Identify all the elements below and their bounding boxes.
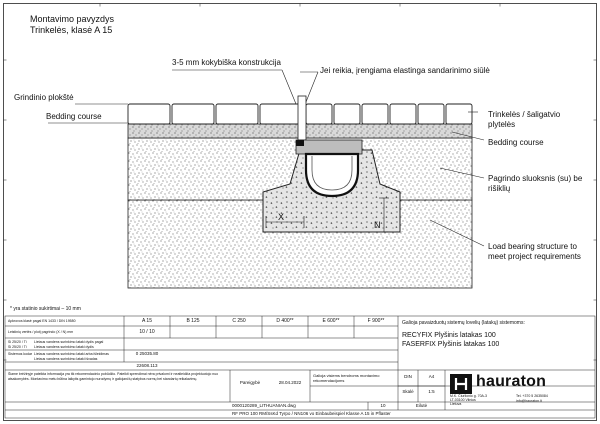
tb-sub-row-b: Lietaus vandens surinkimo lataki dydis [34,345,94,349]
din-value: A4 [428,374,435,379]
product-recyfix: RECYFIX Plyšinis latakas 100 [402,332,496,339]
xn-value: 10 / 10 [139,329,155,335]
class-d400: D 400** [276,318,294,324]
paving-stones-left [127,103,301,125]
tb-row-label-3b: Si 25/20 / Ti [8,345,27,349]
class-b125: B 125 [186,318,200,324]
code-1: 0 25035.80 [135,351,159,356]
address-line-3: Lietuva [450,402,462,406]
psl-label: Eilutė [415,403,428,408]
din-label: DIN [404,374,412,379]
label-pagrindo: Pagrindo sluoksnis (su) be rišiklių [488,174,583,193]
code-2: 22608.113 [136,363,158,368]
skale-label: Skalė [402,389,414,394]
label-grindinio: Grindinio plokštė [14,93,74,102]
class-c250: C 250 [232,318,246,324]
label-bedding-right: Bedding course [488,138,544,147]
class-a15: A 15 [141,318,152,324]
revision: 10 [380,403,386,408]
tb-sub-row-d: Lietaus vandens surinkimo lataki išvadas [34,357,98,361]
class-e600: E 600** [322,318,340,324]
filename: 0000120289_LITHUANIAN.dwg [232,403,296,408]
leader-lines [48,69,485,247]
bottom-description: RF PRO 100 RM/SsKd Tyrpo / NN106 vo Einb… [232,411,391,416]
tb-row-label-3a: Si 25/20 / Ti [8,340,27,344]
tb-row-label-1: Apkrovos klasė pagal EN 1433 / DIN 19580 [8,319,76,323]
galioja-text: Galioja visiems bendroms montavimo rekom… [313,373,380,383]
dimension-n [379,197,389,233]
paving-stones-right [305,103,473,125]
title-line-2: Trinkelės, klasė A 15 [30,25,113,35]
right-header: Galioja pavaizduotų sistemų lovelių (lat… [402,320,525,326]
label-bedding-left: Bedding course [46,112,102,121]
title-block-grid [4,315,596,419]
address-line-2: LT-03100 Vilnius [450,398,476,402]
title-line-1: Montavimo pavyzdys [30,14,115,24]
slot-channel [295,95,363,198]
pareigos-label: Pareigybė [239,380,261,385]
label-trinkeles: Trinkelės / šaligatvio plytelės [488,110,561,129]
label-sandarinimo: Jei reikia, įrengiama elastinga sandarin… [320,66,490,75]
label-dim-x: X [278,212,285,222]
disclaimer: Šiame brėžinyje pateikta informacija yra… [8,372,219,381]
label-kokybiska: 3-5 mm kokybiška konstrukcija [172,58,281,67]
footnote: * yra statinio sukirtimai – 10 mm [10,306,81,312]
tb-row-label-2: Leistinių vertės / plotį pagrindo (X / N… [8,330,74,334]
tb-row-label-4: Sistemos kodas / sistemos sutartinis [8,352,32,356]
class-f900: F 900** [367,318,385,324]
email: info@hauraton.lt [516,399,542,403]
tb-sub-row-a: Lietaus vandens surinkimo lataki dydis p… [34,340,104,344]
label-load-bearing: Load bearing structure to meet project r… [488,242,581,261]
drawing-date: 28.04.2022 [278,380,302,385]
dimension-x [265,216,305,228]
label-dim-n: N [374,220,381,230]
telephone: Tel. +370 5 2635084 [516,394,548,398]
product-faserfix: FASERFIX Plyšinis latakas 100 [402,341,500,348]
brand-name: hauraton [476,373,547,390]
skale-value: 1:5 [428,389,435,394]
address-line-1: M.K. Čiurlionio g. 70A-3 [450,394,487,398]
tb-sub-row-c: Lietaus vandens surinkimo lataki arba iš… [34,352,109,356]
hauraton-logo-icon [450,374,472,394]
